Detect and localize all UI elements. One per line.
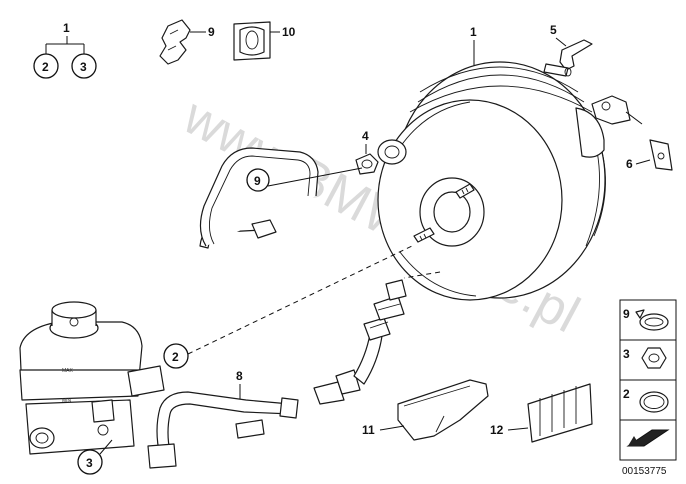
hose-part-8: 8: [147, 369, 299, 469]
grommet-part-4: 4: [355, 129, 379, 175]
seal-ring-icon: [639, 391, 669, 413]
check-valve-hose-part: [313, 279, 407, 405]
callout-label-2-master: 2: [172, 350, 179, 364]
legend-item-2: 2: [623, 387, 669, 413]
figure-number: 00153775: [622, 466, 667, 477]
hex-nut-icon: [641, 347, 667, 369]
arrow-direction-icon: [626, 429, 670, 447]
hose-clamp-icon: [635, 309, 669, 331]
callout-label-9-hose: 9: [254, 174, 261, 188]
callout-label-4: 4: [362, 129, 369, 143]
callout-label-5: 5: [550, 23, 557, 37]
clip-part-6: 6: [626, 139, 673, 171]
legend-num-3: 3: [623, 347, 630, 361]
callout-label-3-master: 3: [86, 456, 93, 470]
callout-label-10: 10: [282, 25, 296, 39]
reservoir-min-mark: MIN: [62, 398, 72, 404]
bracket-part-11: 11: [362, 379, 489, 441]
callout-label-6: 6: [626, 157, 633, 171]
clevis-part: [591, 95, 643, 125]
legend-panel: 9 3 2: [619, 299, 677, 461]
legend-num-2: 2: [623, 387, 630, 401]
reservoir-max-mark: MAX: [62, 368, 74, 374]
callout-label-9-top: 9: [208, 25, 215, 39]
callout-group-1-2-3: 1 2 3: [33, 21, 97, 79]
legend-item-9: 9: [623, 307, 669, 331]
dashed-leader-hose: [403, 271, 441, 279]
pin-part-5: 5: [543, 23, 593, 77]
brake-booster: [377, 61, 606, 301]
grommet-part-10: 10: [233, 21, 296, 61]
callout-label-12: 12: [490, 423, 504, 437]
master-cylinder-assembly: MAX MIN 2 3: [19, 301, 189, 475]
holder-part-12: 12: [490, 383, 593, 443]
legend-num-9: 9: [623, 307, 630, 321]
dashed-leader-master-cylinder: [187, 245, 413, 355]
callout-label-8: 8: [236, 369, 243, 383]
legend-item-3: 3: [623, 347, 667, 369]
callout-label-1: 1: [63, 21, 70, 35]
clip-part-9: 9: [159, 19, 215, 65]
callout-label-11: 11: [362, 423, 375, 437]
callout-label-2: 2: [42, 60, 49, 74]
callout-label-booster-1: 1: [470, 25, 477, 39]
legend-item-arrow: [626, 429, 670, 447]
vacuum-hose-part-9: 9: [199, 147, 363, 249]
callout-label-3: 3: [80, 60, 87, 74]
